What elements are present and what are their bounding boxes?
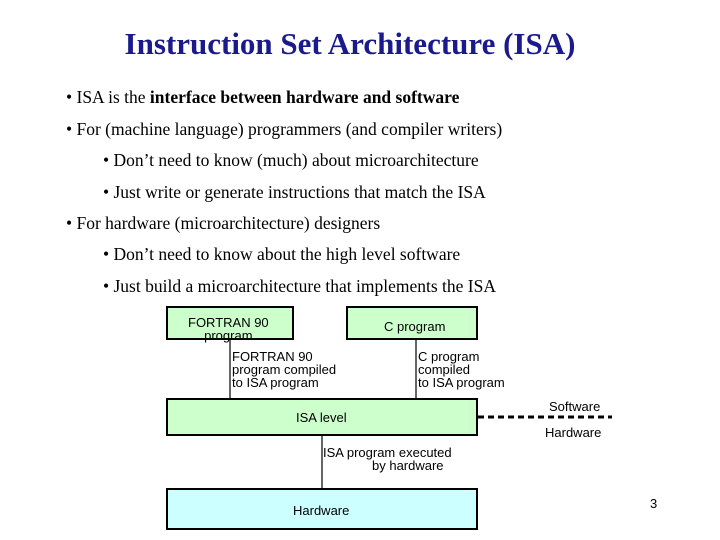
c-compiled-line2: compiled bbox=[418, 362, 471, 377]
bullet-text: • ISA is the bbox=[66, 87, 150, 107]
isa-level-label: ISA level bbox=[296, 410, 347, 425]
executed-line2: by hardware bbox=[372, 458, 444, 473]
hardware-side-label: Hardware bbox=[545, 425, 602, 440]
c-compiled-line1: C program bbox=[418, 349, 480, 364]
c-compiled-line3: to ISA program bbox=[418, 375, 505, 390]
isa-level-box: ISA level bbox=[166, 398, 478, 436]
c-compiled-label: C program compiled to ISA program bbox=[418, 350, 505, 389]
fortran-compiled-line3: to ISA program bbox=[232, 375, 319, 390]
c-program-label: C program bbox=[384, 319, 446, 334]
software-label: Software bbox=[549, 399, 601, 414]
bullet-emphasis: interface between hardware and software bbox=[149, 87, 460, 107]
bullet-build-microarch: • Just build a microarchitecture that im… bbox=[103, 276, 496, 296]
bullet-hw-designers: • For hardware (microarchitecture) desig… bbox=[66, 213, 381, 233]
page-number: 3 bbox=[650, 496, 658, 511]
slide-title: Instruction Set Architecture (ISA) bbox=[124, 26, 576, 61]
fortran-program-line2: program bbox=[204, 328, 253, 343]
bullet-no-microarch: • Don’t need to know (much) about microa… bbox=[103, 150, 479, 170]
fortran-compiled-label: FORTRAN 90 program compiled to ISA progr… bbox=[232, 350, 336, 389]
fortran-compiled-line2: program compiled bbox=[232, 362, 337, 377]
hardware-box-label: Hardware bbox=[293, 503, 350, 518]
bullet-no-high-level: • Don’t need to know about the high leve… bbox=[103, 244, 461, 264]
c-program-box: C program bbox=[346, 306, 478, 340]
fortran-program-label: FORTRAN 90 program bbox=[188, 316, 269, 342]
executed-label: ISA program executed by hardware bbox=[323, 446, 452, 472]
bullet-programmers: • For (machine language) programmers (an… bbox=[66, 119, 503, 139]
fortran-compiled-line1: FORTRAN 90 bbox=[232, 349, 313, 364]
bullet-isa-interface: • ISA is the interface between hardware … bbox=[66, 87, 459, 108]
executed-line1: ISA program executed bbox=[323, 445, 452, 460]
bullet-write-instructions: • Just write or generate instructions th… bbox=[103, 182, 486, 202]
fortran-program-box: FORTRAN 90 program bbox=[166, 306, 294, 342]
fortran-program-line1: FORTRAN 90 bbox=[188, 315, 269, 330]
hardware-box: Hardware bbox=[166, 488, 478, 530]
